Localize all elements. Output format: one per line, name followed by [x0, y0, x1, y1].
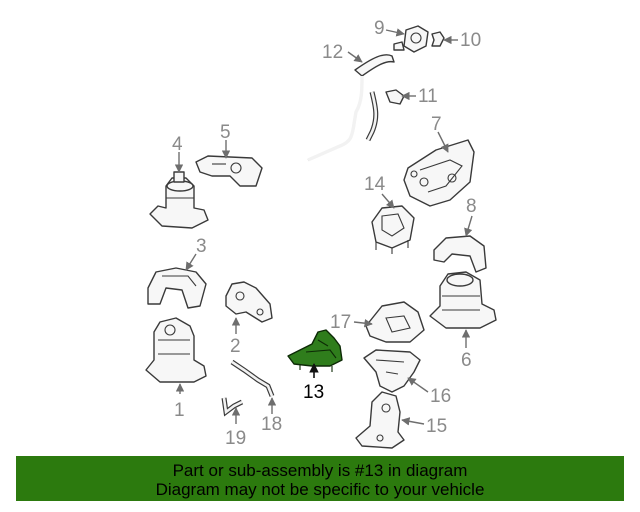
part-3-bracket [147, 267, 207, 309]
callout-12: 12 [322, 42, 343, 63]
banner-line-part-number: Part or sub-assembly is #13 in diagram [172, 461, 468, 480]
part-14-mount [371, 205, 415, 254]
part-6-mount [429, 271, 497, 329]
part-8-bracket [433, 235, 487, 273]
part-17-bracket [365, 301, 425, 343]
part-19-pipe [221, 397, 244, 417]
leader-lines [174, 28, 473, 426]
callout-19: 19 [225, 428, 246, 449]
part-18-pipe [230, 359, 275, 397]
part-13-highlighted [287, 329, 343, 372]
part-7-bracket [403, 139, 475, 207]
part-15-bracket [355, 391, 405, 449]
callout-14: 14 [364, 174, 386, 195]
callout-7: 7 [431, 114, 442, 135]
part-4-mount [149, 171, 209, 229]
info-banner: Part or sub-assembly is #13 in diagram D… [16, 456, 624, 501]
callout-18: 18 [261, 414, 282, 435]
callout-labels: 1 2 3 4 5 6 7 8 9 10 11 12 13 14 15 16 1… [172, 18, 481, 449]
part-1-mount [145, 317, 207, 383]
callout-4: 4 [172, 134, 183, 155]
callout-15: 15 [426, 416, 447, 437]
callout-1: 1 [174, 400, 185, 421]
part-11-clip [385, 89, 405, 105]
callout-16: 16 [430, 386, 451, 407]
callout-5: 5 [220, 122, 231, 143]
callout-2: 2 [230, 336, 241, 357]
callout-17: 17 [330, 312, 351, 333]
banner-line-disclaimer: Diagram may not be specific to your vehi… [155, 480, 485, 499]
part-16-bracket [363, 349, 421, 393]
callout-3: 3 [196, 236, 207, 257]
part-9-valve [393, 25, 429, 53]
parts-diagram: 1 2 3 4 5 6 7 8 9 10 11 12 13 14 15 16 1… [145, 18, 497, 449]
part-10-clip [431, 31, 445, 47]
callout-8: 8 [466, 196, 477, 217]
callout-6: 6 [461, 350, 472, 371]
callout-11: 11 [418, 86, 438, 107]
callout-10: 10 [460, 30, 481, 51]
part-2-bracket [225, 281, 273, 323]
callout-9: 9 [374, 18, 385, 39]
part-12-hose [307, 54, 395, 162]
part-5-bracket [195, 155, 263, 187]
callout-13-selected: 13 [303, 382, 324, 403]
